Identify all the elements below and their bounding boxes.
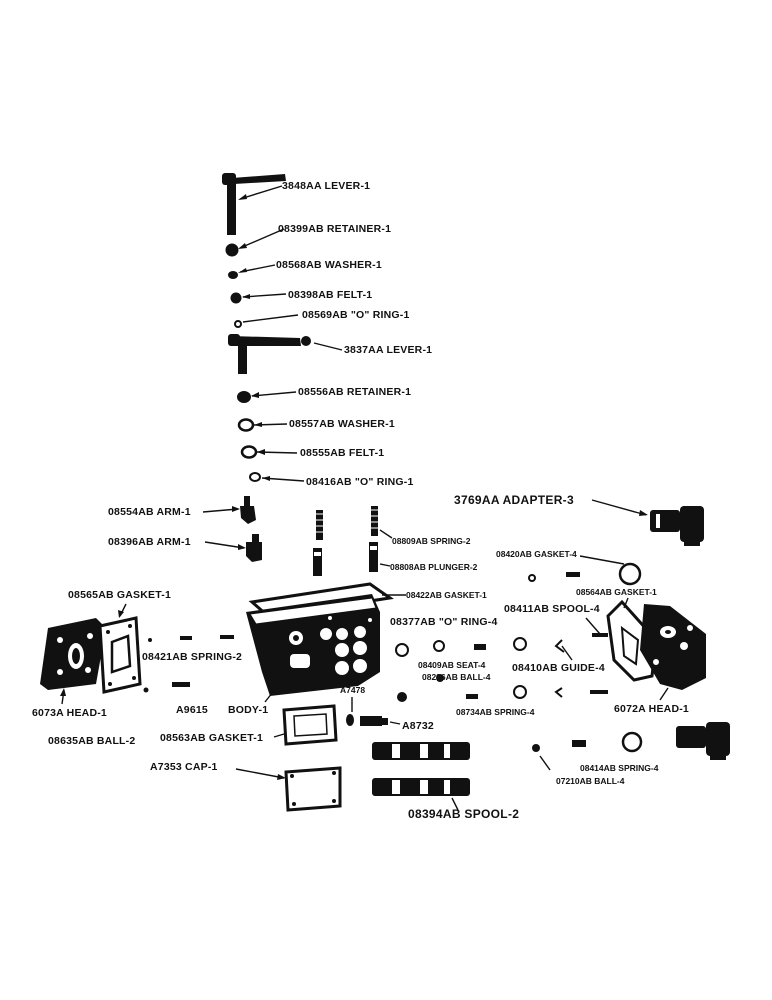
oring-08416ab — [249, 472, 261, 482]
lever-3837aa — [228, 334, 311, 374]
spring-08734ab-part — [474, 644, 486, 650]
gasket-08565ab — [98, 616, 142, 694]
label-08565ab-gasket: 08565AB GASKET-1 — [68, 589, 171, 601]
label-a9615: A9615 — [176, 704, 208, 716]
retainer-08556ab — [237, 391, 251, 403]
label-3848aa-lever: 3848AA LEVER-1 — [282, 180, 370, 192]
label-08416ab-oring: 08416AB "O" RING-1 — [306, 476, 414, 488]
valve-body — [246, 594, 380, 696]
label-a8732: A8732 — [402, 720, 434, 732]
label-08421ab-spring: 08421AB SPRING-2 — [142, 651, 242, 663]
spring-08809ab — [316, 506, 378, 540]
head-6072a — [640, 604, 706, 690]
label-08808ab-plunger: 08808AB PLUNGER-2 — [390, 562, 478, 572]
label-08554ab-arm: 08554AB ARM-1 — [108, 506, 191, 518]
label-08377ab-oring: 08377AB "O" RING-4 — [390, 616, 498, 628]
retainer-08399ab — [225, 243, 239, 257]
arm-08554ab — [240, 496, 256, 524]
adapter-3769aa-lower — [676, 722, 730, 760]
ball-07210ab — [532, 744, 540, 752]
gasket-08564ab — [606, 599, 658, 682]
head-6073a — [40, 618, 106, 690]
pin-a9615 — [172, 682, 190, 687]
label-6072a-head: 6072A HEAD-1 — [614, 703, 689, 715]
label-08422ab-gasket: 08422AB GASKET-1 — [406, 590, 487, 600]
label-08635ab-ball: 08635AB BALL-2 — [48, 735, 135, 747]
lever-3848aa — [222, 173, 286, 235]
label-07210ab-ball: 07210AB BALL-4 — [556, 776, 625, 786]
felt-08555ab — [240, 445, 258, 459]
label-08399ab-retainer: 08399AB RETAINER-1 — [278, 223, 391, 235]
part-a8732 — [360, 716, 388, 726]
seat-08409ab — [397, 692, 407, 702]
label-08568ab-washer: 08568AB WASHER-1 — [276, 259, 382, 271]
label-08557ab-washer: 08557AB WASHER-1 — [289, 418, 395, 430]
gasket-08420ab — [618, 562, 642, 586]
label-08396ab-arm: 08396AB ARM-1 — [108, 536, 191, 548]
felt-08398ab — [230, 292, 242, 304]
oring-08377ab — [395, 643, 409, 657]
label-body: BODY-1 — [228, 704, 268, 716]
label-08555ab-felt: 08555AB FELT-1 — [300, 447, 384, 459]
arm-08396ab — [246, 534, 262, 562]
adapter-3769aa — [650, 506, 704, 546]
spring-08414ab — [572, 740, 586, 747]
label-08394ab-spool: 08394AB SPOOL-2 — [408, 807, 519, 821]
label-08564ab-gasket: 08564AB GASKET-1 — [576, 587, 657, 597]
spring-08421ab — [148, 635, 234, 642]
label-a7353-cap: A7353 CAP-1 — [150, 761, 218, 773]
label-08420ab-gasket: 08420AB GASKET-4 — [496, 549, 577, 559]
label-08409ab-seat: 08409AB SEAT-4 — [418, 660, 486, 670]
gasket-08563ab — [282, 704, 338, 746]
label-08398ab-felt: 08398AB FELT-1 — [288, 289, 372, 301]
washer-08568ab — [228, 271, 238, 279]
label-08569ab-oring: 08569AB "O" RING-1 — [302, 309, 410, 321]
label-a7478: A7478 — [340, 685, 365, 695]
label-08809ab-spring: 08809AB SPRING-2 — [392, 536, 471, 546]
label-08411ab-spool: 08411AB SPOOL-4 — [504, 603, 600, 615]
label-6073a-head: 6073A HEAD-1 — [32, 707, 107, 719]
spool-08411ab — [592, 633, 608, 637]
label-08563ab-gasket: 08563AB GASKET-1 — [160, 732, 263, 744]
label-08296ab-ball: 08296AB BALL-4 — [422, 672, 491, 682]
label-08556ab-retainer: 08556AB RETAINER-1 — [298, 386, 411, 398]
label-08734ab-spring: 08734AB SPRING-4 — [456, 707, 535, 717]
label-3769aa-adapter: 3769AA ADAPTER-3 — [454, 493, 574, 507]
spool-08394ab — [372, 742, 470, 796]
label-08410ab-guide: 08410AB GUIDE-4 — [512, 662, 605, 674]
washer-08557ab — [237, 418, 255, 432]
cap-a7353 — [284, 766, 342, 812]
oring-08569ab — [234, 320, 242, 328]
part-a7478 — [346, 714, 354, 726]
guide-08410ab — [554, 639, 565, 653]
label-3837aa-lever: 3837AA LEVER-1 — [344, 344, 432, 356]
ball-08635ab — [143, 687, 149, 693]
plunger-08808ab — [313, 542, 378, 576]
label-08414ab-spring: 08414AB SPRING-4 — [580, 763, 659, 773]
